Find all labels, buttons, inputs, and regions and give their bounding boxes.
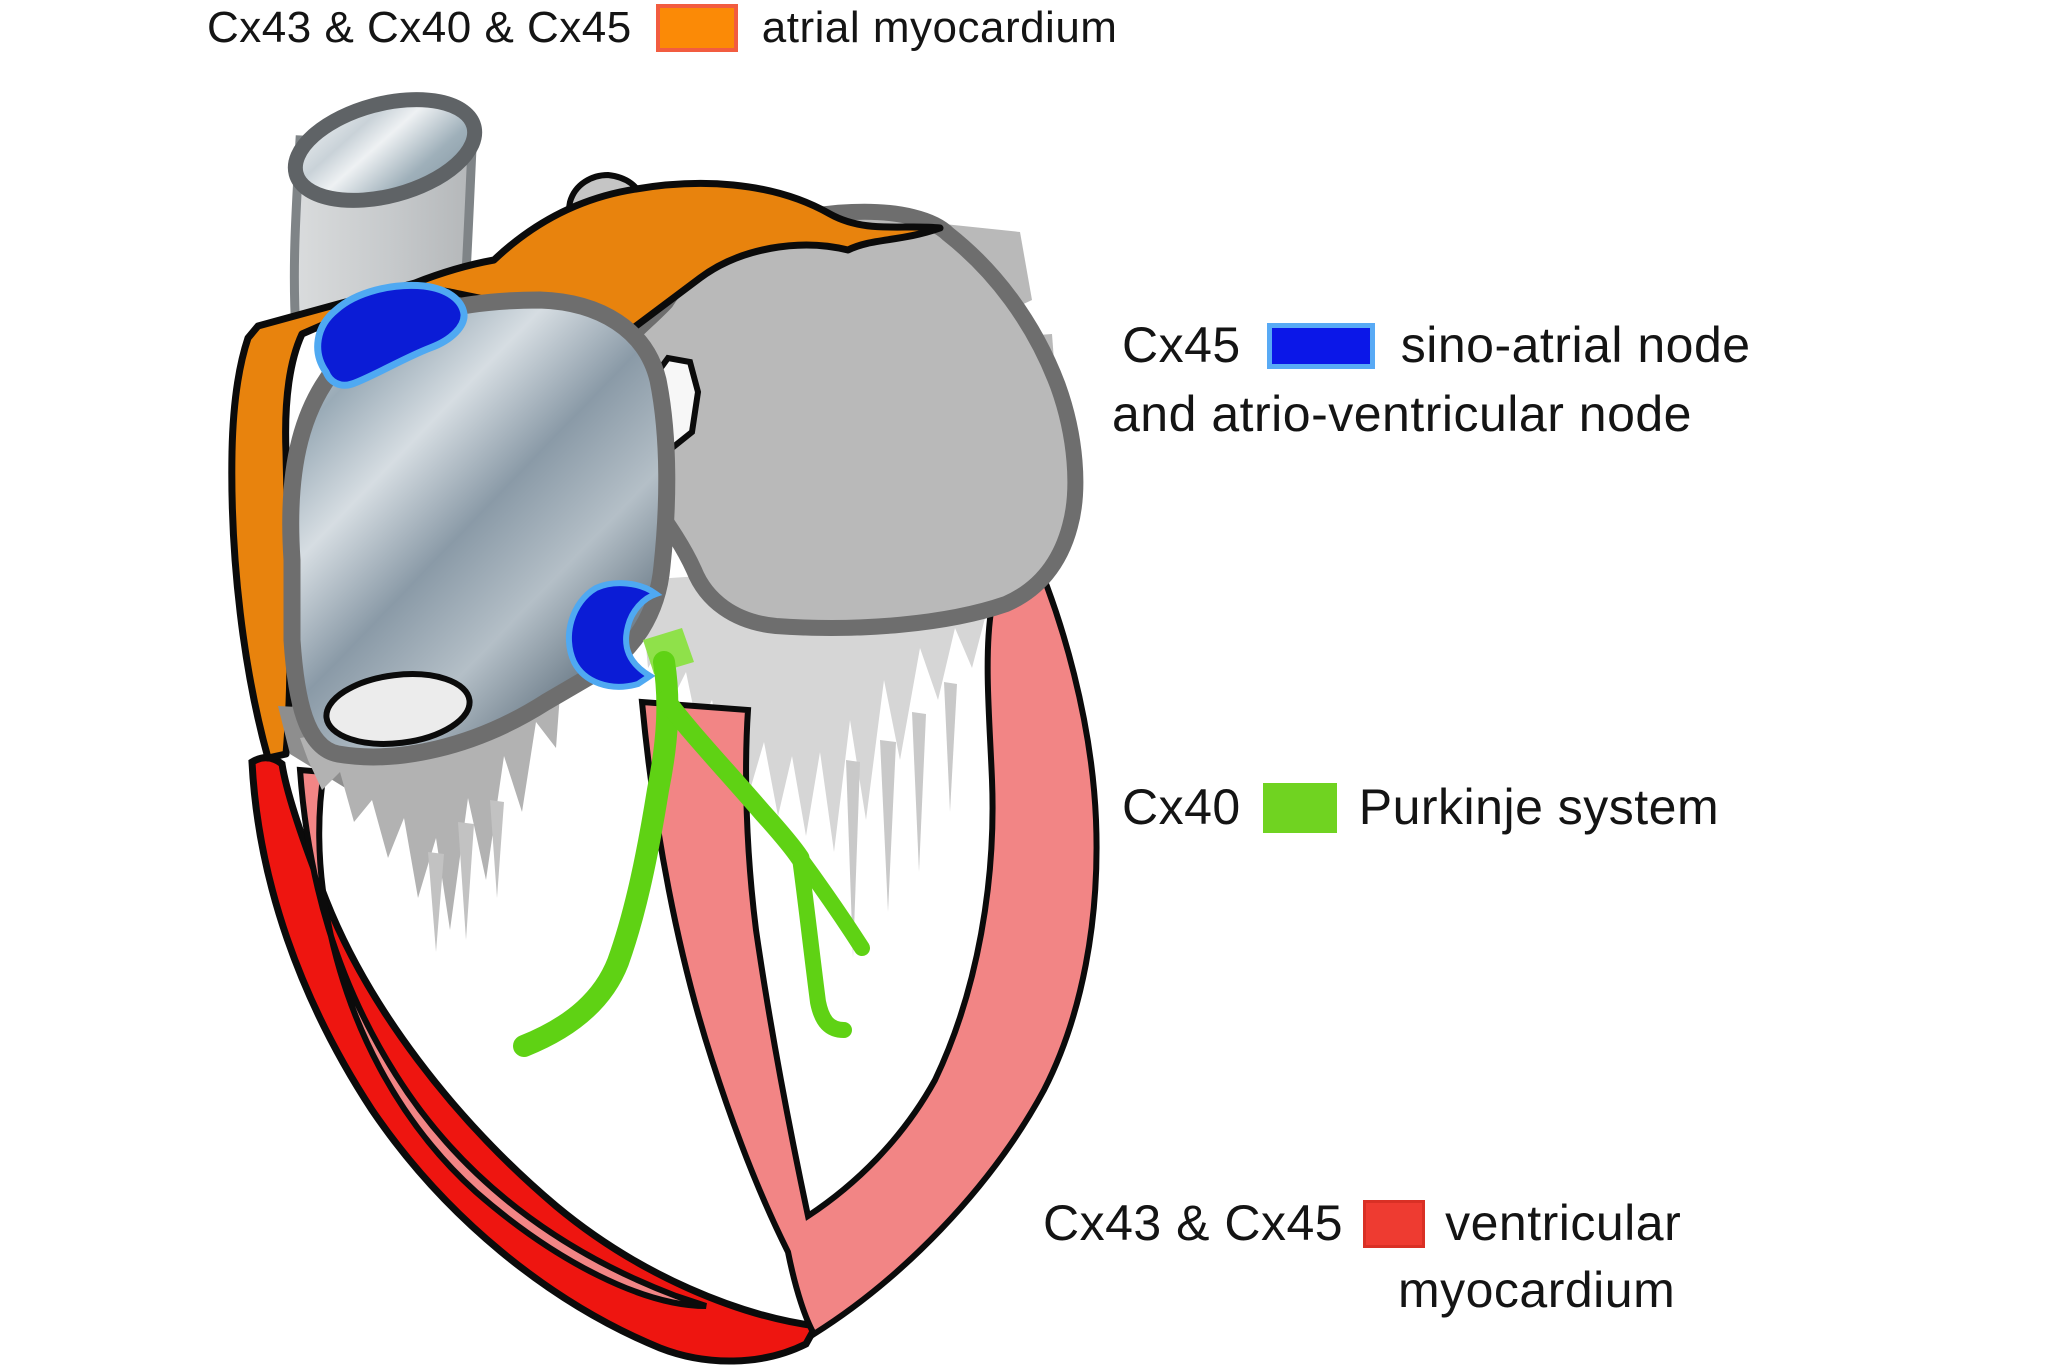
ventricular-wall-inner-band bbox=[296, 766, 707, 1309]
valve-opening-ellipse bbox=[323, 671, 473, 747]
ventricular-color-swatch-icon bbox=[1363, 1199, 1426, 1248]
legend-row-atrial-myocardium: Cx43 & Cx40 & Cx45 atrial myocardium bbox=[207, 3, 1118, 53]
legend-nodes-line1: Cx45 sino-atrial node bbox=[1122, 318, 1751, 373]
legend-label-ventricular-line2: myocardium bbox=[1397, 1262, 1676, 1318]
legend-label-nodes-line1: sino-atrial node bbox=[1400, 317, 1751, 373]
sa-node bbox=[314, 281, 468, 389]
legend-proteins-ventricular: Cx43 & Cx45 bbox=[1043, 1195, 1344, 1251]
legend-row-nodes: Cx45 sino-atrial node and atrio-ventricu… bbox=[1112, 318, 1751, 442]
left-bundle-branch bbox=[513, 651, 679, 1057]
legend-label-purkinje: Purkinje system bbox=[1358, 779, 1720, 835]
vena-cava-opening bbox=[287, 92, 483, 208]
node-color-swatch-icon bbox=[1266, 322, 1375, 369]
legend-vm-line1: Cx43 & Cx45 ventricular bbox=[1043, 1196, 1681, 1251]
legend-label-atrial: atrial myocardium bbox=[761, 3, 1118, 52]
purkinje-system bbox=[513, 628, 870, 1057]
legend-row-purkinje: Cx40 Purkinje system bbox=[1122, 780, 1719, 835]
av-node bbox=[565, 580, 663, 690]
superior-vena-cava bbox=[287, 92, 483, 339]
right-bundle-twig-b bbox=[792, 850, 852, 1038]
atrial-myocardium-color-swatch-icon bbox=[655, 4, 738, 53]
right-bundle-branch bbox=[656, 690, 810, 868]
legend-proteins-purkinje: Cx40 bbox=[1122, 779, 1241, 835]
atrial-myocardium bbox=[228, 179, 944, 762]
purkinje-color-swatch-icon bbox=[1262, 782, 1337, 833]
legend-row-ventricular-myocardium: Cx43 & Cx45 ventricular myocardium bbox=[1043, 1196, 1681, 1318]
legend-label-ventricular-line1: ventricular bbox=[1445, 1195, 1682, 1251]
legend-proteins-atrial: Cx43 & Cx40 & Cx45 bbox=[207, 3, 632, 52]
legend-label-nodes-line2: and atrio-ventricular node bbox=[1112, 386, 1692, 442]
legend-proteins-nodes: Cx45 bbox=[1122, 317, 1241, 373]
ventricular-wall-septum-loop bbox=[638, 535, 1100, 1339]
